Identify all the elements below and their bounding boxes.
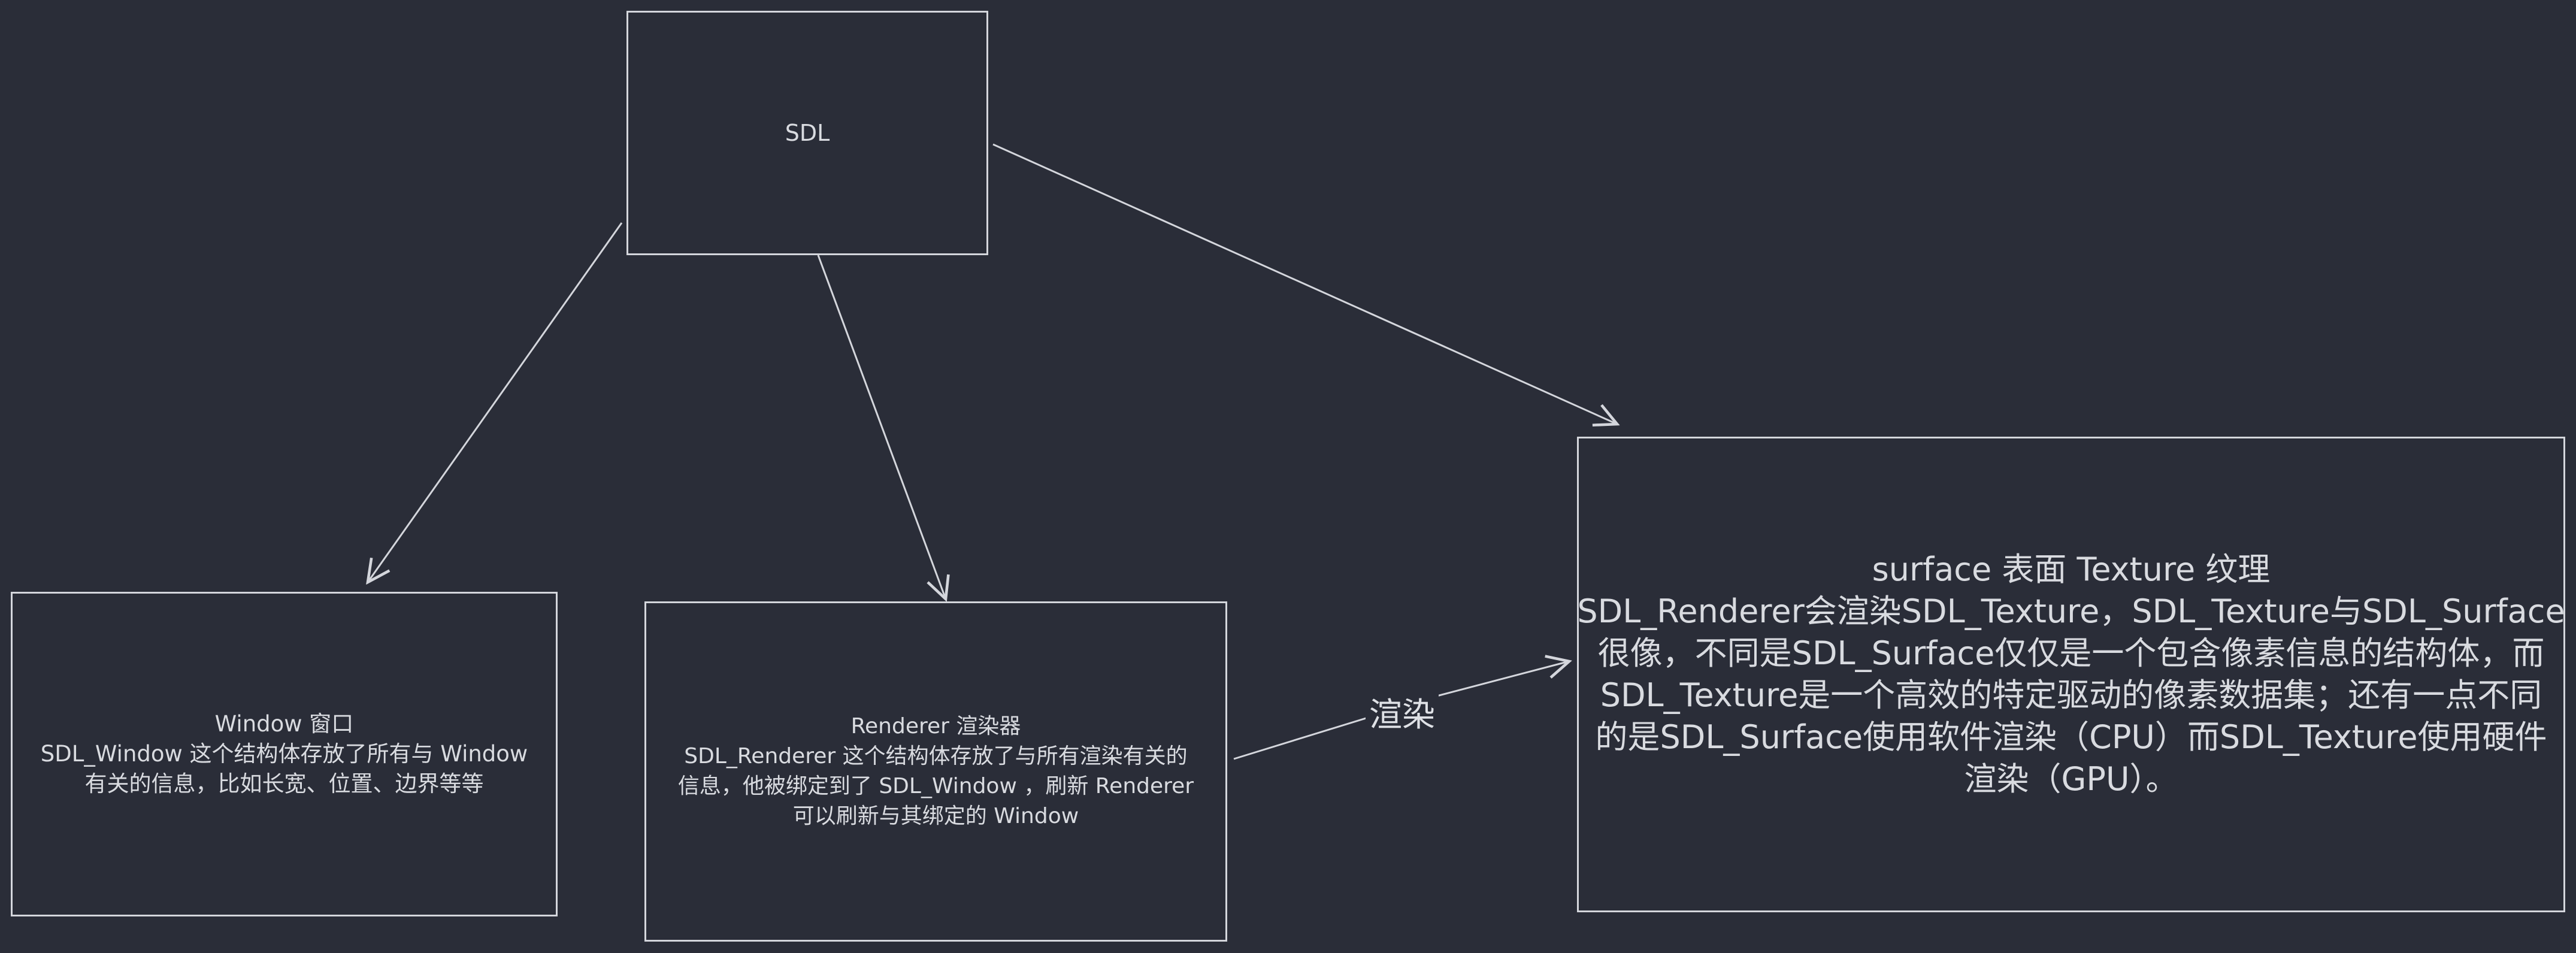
arrow-sdl-to-window: [368, 222, 623, 582]
node-window-line-1: SDL_Window 这个结构体存放了所有与 Window: [40, 741, 528, 767]
arrow-renderer-to-surface-part2: [1434, 661, 1569, 698]
node-window-text: Window 窗口 SDL_Window 这个结构体存放了所有与 Window …: [41, 709, 528, 799]
node-surface-line-4: 的是SDL_Surface使用软件渲染（CPU）而SDL_Texture使用硬件: [1595, 718, 2547, 756]
node-surface-line-3: SDL_Texture是一个高效的特定驱动的像素数据集；还有一点不同: [1600, 676, 2542, 714]
node-surface-texture[interactable]: surface 表面 Texture 纹理 SDL_Renderer会渲染SDL…: [1577, 437, 2565, 912]
node-renderer-line-1: SDL_Renderer 这个结构体存放了与所有渲染有关的: [684, 744, 1188, 769]
node-window[interactable]: Window 窗口 SDL_Window 这个结构体存放了所有与 Window …: [11, 592, 558, 916]
node-renderer[interactable]: Renderer 渲染器 SDL_Renderer 这个结构体存放了与所有渲染有…: [644, 601, 1227, 942]
arrow-sdl-to-surface: [992, 143, 1617, 424]
node-renderer-line-2: 信息，他被绑定到了 SDL_Window ，刷新 Renderer: [677, 774, 1194, 798]
node-surface-text: surface 表面 Texture 纹理 SDL_Renderer会渲染SDL…: [1577, 549, 2565, 800]
node-sdl[interactable]: SDL: [626, 11, 988, 255]
node-sdl-text: SDL: [785, 120, 830, 146]
arrow-renderer-to-surface-part1: [1233, 713, 1378, 760]
node-renderer-title: Renderer 渲染器: [850, 714, 1021, 739]
node-window-line-2: 有关的信息，比如长宽、位置、边界等等: [84, 771, 484, 797]
node-surface-line-1: SDL_Renderer会渲染SDL_Texture，SDL_Texture与S…: [1577, 592, 2565, 630]
arrow-sdl-to-renderer: [817, 255, 946, 599]
edge-label-render: 渲染: [1366, 688, 1439, 736]
node-surface-title: surface 表面 Texture 纹理: [1872, 550, 2271, 588]
node-renderer-text: Renderer 渲染器 SDL_Renderer 这个结构体存放了与所有渲染有…: [678, 712, 1194, 831]
node-window-title: Window 窗口: [214, 711, 354, 737]
node-sdl-title: SDL: [785, 120, 830, 146]
node-surface-line-5: 渲染（GPU）。: [1964, 760, 2178, 798]
node-renderer-line-3: 可以刷新与其绑定的 Window: [792, 804, 1079, 828]
node-surface-line-2: 很像，不同是SDL_Surface仅仅是一个包含像素信息的结构体，而: [1597, 634, 2545, 672]
